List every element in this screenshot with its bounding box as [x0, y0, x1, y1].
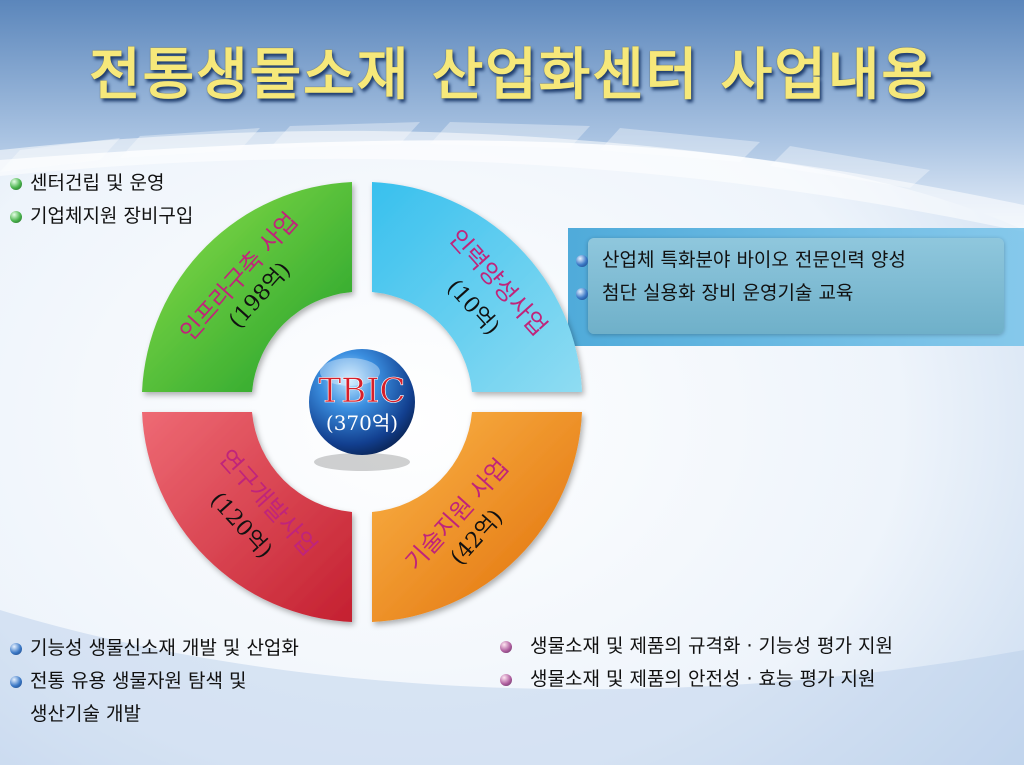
blue-bullet-icon: [576, 288, 588, 300]
green-bullet-icon: [10, 211, 22, 223]
green-bullet-icon: [10, 178, 22, 190]
center-label: TBIC: [318, 371, 405, 411]
blue-bullet-icon: [10, 676, 22, 688]
talent-info-panel: [588, 238, 1004, 334]
list-item: 생물소재 및 제품의 규격화 · 기능성 평가 지원: [498, 630, 893, 663]
quadrant-rnd[interactable]: [142, 412, 352, 622]
purple-bullet-icon: [500, 674, 512, 686]
list-item: 기능성 생물신소재 개발 및 산업화: [8, 632, 299, 665]
list-item: 기업체지원 장비구입: [8, 200, 193, 233]
list-item: 산업체 특화분야 바이오 전문인력 양성: [574, 244, 906, 277]
slide-title: 전통생물소재 산업화센터 사업내용: [89, 43, 935, 108]
quadrant-infra[interactable]: [142, 182, 352, 392]
rnd-details-list: 기능성 생물신소재 개발 및 산업화 전통 유용 생물자원 탐색 및 생산기술 …: [8, 632, 299, 731]
blue-bullet-icon: [10, 643, 22, 655]
purple-bullet-icon: [500, 641, 512, 653]
list-item: 전통 유용 생물자원 탐색 및: [8, 665, 299, 698]
list-item-continuation: 생산기술 개발: [30, 703, 141, 725]
blue-bullet-icon: [576, 255, 588, 267]
list-item: 센터건립 및 운영: [8, 167, 193, 200]
center-amount: (370억): [326, 411, 398, 435]
list-item: 첨단 실용화 장비 운영기술 교육: [574, 277, 906, 310]
quadrant-talent[interactable]: [372, 182, 582, 392]
infra-details-list: 센터건립 및 운영 기업체지원 장비구입: [8, 167, 193, 233]
center-ball[interactable]: [309, 349, 415, 455]
tech-details-list: 생물소재 및 제품의 규격화 · 기능성 평가 지원 생물소재 및 제품의 안전…: [498, 630, 893, 696]
quadrant-tech[interactable]: [372, 412, 582, 622]
talent-details-list: 산업체 특화분야 바이오 전문인력 양성 첨단 실용화 장비 운영기술 교육: [574, 244, 906, 310]
list-item: 생물소재 및 제품의 안전성 · 효능 평가 지원: [498, 663, 893, 696]
